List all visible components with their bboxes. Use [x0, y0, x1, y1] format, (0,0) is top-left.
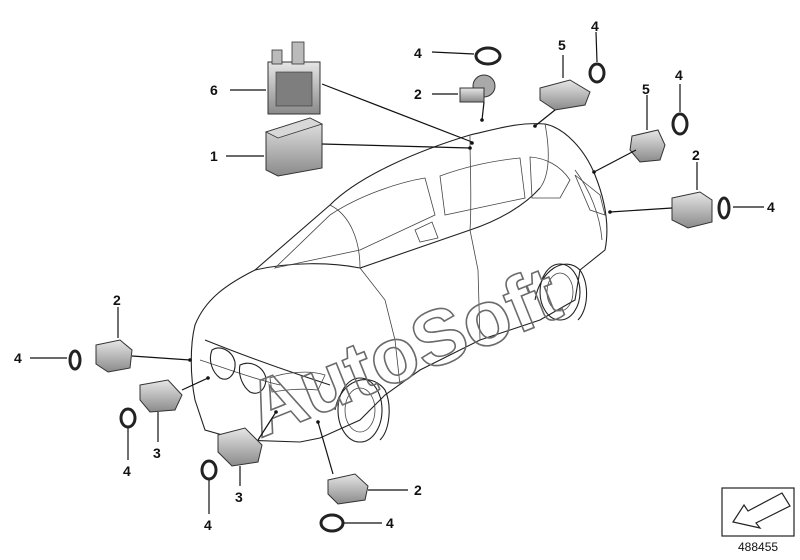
sensor-part-left: [95, 339, 133, 373]
callout-2-top: 2: [414, 86, 422, 102]
callout-2-right: 2: [692, 147, 700, 163]
seal-ring: [717, 196, 731, 220]
callout-4-right: 4: [675, 67, 683, 83]
seal-ring: [588, 62, 606, 84]
car-outline: [190, 123, 608, 443]
sensor-part-3a: [139, 379, 183, 413]
callout-4-top-right: 4: [591, 18, 599, 34]
diagram-id: 488455: [738, 540, 779, 554]
callout-4-far-right: 4: [767, 199, 775, 215]
callout-4-left: 4: [14, 350, 22, 366]
callout-5-top: 5: [558, 37, 566, 53]
callout-4-bottom: 4: [386, 515, 394, 531]
callout-2-left: 2: [113, 292, 121, 308]
callout-2-bottom: 2: [414, 482, 422, 498]
control-unit-part: [264, 117, 324, 177]
callout-5-right: 5: [642, 81, 650, 97]
seal-ring: [68, 349, 82, 371]
callout-4-lower-left: 4: [123, 463, 131, 479]
callout-4-center: 4: [204, 517, 212, 533]
direction-arrow-icon: [721, 487, 795, 537]
callout-4-top: 4: [414, 45, 422, 61]
watermark-text: AutoSoft: [234, 249, 572, 454]
callout-3-left: 3: [153, 445, 161, 461]
seal-ring: [200, 459, 218, 481]
sensor-part-bottom: [327, 473, 369, 505]
sensor-part-top: [459, 74, 496, 103]
control-unit-connector-part: [267, 41, 321, 115]
callout-3-center: 3: [235, 489, 243, 505]
attach-points: [188, 118, 612, 424]
seal-ring: [474, 46, 502, 66]
sensor-part-3b: [217, 427, 263, 467]
seal-ring: [119, 407, 137, 429]
sensor-part-right: [671, 191, 713, 229]
sensor-part-5a: [539, 79, 591, 111]
callout-6: 6: [210, 82, 218, 98]
callout-labels: 6 1 4 2 5 4 5 4 2 4 2 4 3 4 3 4 2 4: [14, 18, 775, 533]
seal-ring: [319, 513, 345, 533]
seal-ring: [671, 112, 689, 136]
parts: [68, 41, 731, 533]
callout-1: 1: [210, 148, 218, 164]
leader-lines: [30, 31, 764, 524]
sensor-part-5b: [629, 129, 666, 163]
